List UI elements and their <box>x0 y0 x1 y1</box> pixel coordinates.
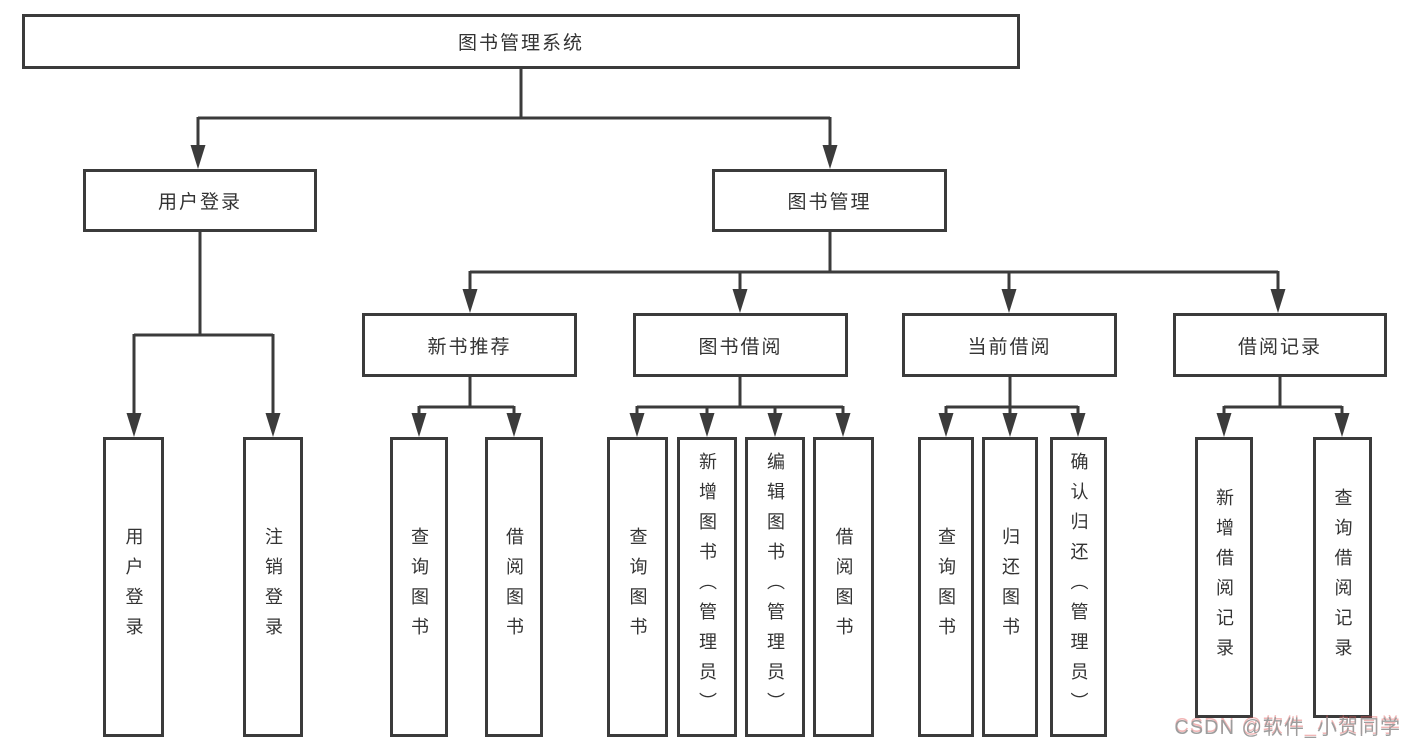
node-label: 编辑图书（管理员） <box>765 452 785 722</box>
node-label: 借阅记录 <box>1237 336 1322 358</box>
node-borrow-record: 借阅记录 <box>1173 313 1387 377</box>
leaf-query-borrow-record: 查询借阅记录 <box>1313 437 1372 718</box>
leaf-user-login: 用户登录 <box>103 437 164 737</box>
leaf-edit-books-admin: 编辑图书（管理员） <box>745 437 805 737</box>
leaf-borrow-books: 借阅图书 <box>813 437 874 737</box>
leaf-query-books: 查询图书 <box>607 437 668 737</box>
node-root-library-management-system: 图书管理系统 <box>22 14 1020 69</box>
node-label: 新增借阅记录 <box>1214 487 1234 668</box>
node-label: 注销登录 <box>263 527 283 647</box>
node-label: 用户登录 <box>123 527 144 647</box>
node-label: 查询图书 <box>936 527 956 647</box>
node-label: 查询图书 <box>627 527 648 647</box>
leaf-query-books-current: 查询图书 <box>918 437 974 737</box>
arrowheads <box>126 145 1350 437</box>
leaf-add-books-admin: 新增图书（管理员） <box>677 437 737 737</box>
node-label: 当前借阅 <box>967 336 1052 358</box>
node-label: 查询图书 <box>409 527 429 647</box>
node-new-book-recommend: 新书推荐 <box>362 313 577 377</box>
leaf-query-books-recommend: 查询图书 <box>390 437 448 737</box>
node-label: 图书借阅 <box>698 336 783 358</box>
node-label: 确认归还（管理员） <box>1068 452 1089 722</box>
node-label: 借阅图书 <box>504 527 524 647</box>
node-label: 用户登录 <box>157 192 242 213</box>
csdn-watermark: CSDN @软件_小贺同学 <box>1174 717 1401 739</box>
node-book-management: 图书管理 <box>712 169 947 232</box>
leaf-confirm-return-admin: 确认归还（管理员） <box>1050 437 1107 737</box>
node-book-borrow: 图书借阅 <box>633 313 848 377</box>
node-label: 归还图书 <box>1000 527 1020 647</box>
node-label: 新书推荐 <box>427 336 512 358</box>
node-label: 借阅图书 <box>833 527 854 647</box>
node-label: 图书管理 <box>787 192 872 213</box>
leaf-borrow-books-recommend: 借阅图书 <box>485 437 543 737</box>
node-user-login: 用户登录 <box>83 169 317 232</box>
node-label: 查询借阅记录 <box>1332 487 1353 668</box>
node-label: 图书管理系统 <box>457 33 584 54</box>
leaf-logout: 注销登录 <box>243 437 303 737</box>
leaf-return-books: 归还图书 <box>982 437 1038 737</box>
node-current-borrow: 当前借阅 <box>902 313 1117 377</box>
leaf-add-borrow-record: 新增借阅记录 <box>1195 437 1253 718</box>
node-label: 新增图书（管理员） <box>697 452 717 722</box>
